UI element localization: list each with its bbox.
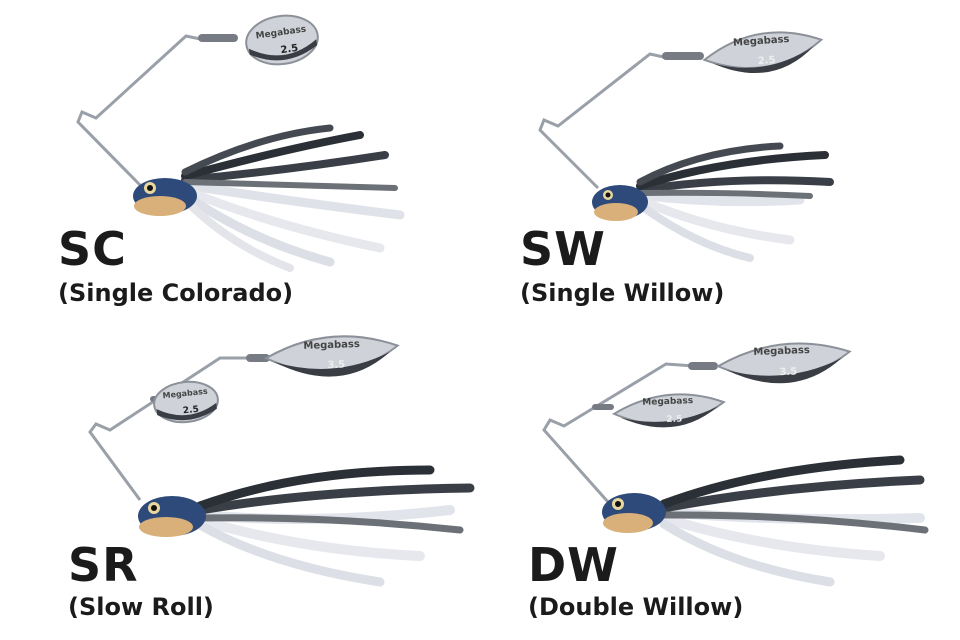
blade-size: 2.5	[182, 405, 199, 417]
variant-code: SR	[68, 538, 139, 592]
skirt	[659, 455, 929, 587]
swivel	[198, 34, 238, 42]
variant-code: DW	[528, 538, 619, 592]
blade-brand: Megabass	[733, 34, 790, 49]
variant-description: (Single Willow)	[520, 279, 725, 307]
blade-size: 3.5	[779, 366, 797, 378]
jig-head	[133, 178, 197, 216]
blade-willow: Megabass 2.5	[702, 31, 824, 74]
blade-willow-large: Megabass 3.5	[263, 335, 400, 377]
swivel	[592, 404, 614, 410]
wire-arm	[538, 52, 669, 190]
spinnerbait-dw-image: Megabass 3.5 Megabass 2.5	[542, 342, 929, 587]
variant-description: (Double Willow)	[528, 593, 744, 621]
lure-card-sw: Megabass 2.5 SW (Single Willow)	[480, 0, 960, 320]
spinnerbait-sw-image: Megabass 2.5	[538, 31, 834, 262]
jig-head	[592, 185, 648, 221]
skirt	[195, 465, 475, 587]
skirt	[180, 124, 405, 272]
blade-size: 2.5	[757, 55, 775, 67]
lure-card-sr: Megabass 3.5 Megabass 2.5 SR (Slow Roll)	[0, 320, 480, 640]
swivel	[246, 354, 270, 362]
variant-code: SC	[58, 222, 127, 276]
wire-arm	[76, 34, 206, 187]
skirt	[635, 142, 834, 262]
swivel	[688, 362, 718, 370]
wire-arm	[542, 362, 695, 503]
spinnerbait-sc-image: Megabass 2.5	[76, 14, 405, 272]
lure-card-sc: Megabass 2.5 SC (Single Colorado)	[0, 0, 480, 320]
blade-colorado-small: Megabass 2.5	[153, 380, 219, 424]
blade-brand: Megabass	[642, 396, 693, 408]
jig-head	[138, 496, 206, 537]
blade-brand: Megabass	[303, 339, 360, 352]
blade-size: 2.5	[280, 43, 299, 56]
blade-size: 3.5	[327, 359, 345, 371]
variant-description: (Slow Roll)	[68, 593, 214, 621]
blade-size: 2.5	[666, 415, 682, 426]
lure-card-dw: Megabass 3.5 Megabass 2.5 DW (Double Wil…	[480, 320, 960, 640]
spinnerbait-sr-image: Megabass 3.5 Megabass 2.5	[88, 335, 475, 587]
blade-brand: Megabass	[753, 345, 810, 358]
wire-arm	[88, 356, 250, 501]
blade-colorado: Megabass 2.5	[245, 14, 319, 66]
swivel	[662, 52, 704, 60]
variant-code: SW	[520, 222, 606, 276]
blade-willow-large: Megabass 3.5	[715, 342, 852, 384]
blade-willow-small: Megabass 2.5	[611, 393, 726, 428]
variant-description: (Single Colorado)	[58, 279, 294, 307]
jig-head	[602, 493, 666, 533]
